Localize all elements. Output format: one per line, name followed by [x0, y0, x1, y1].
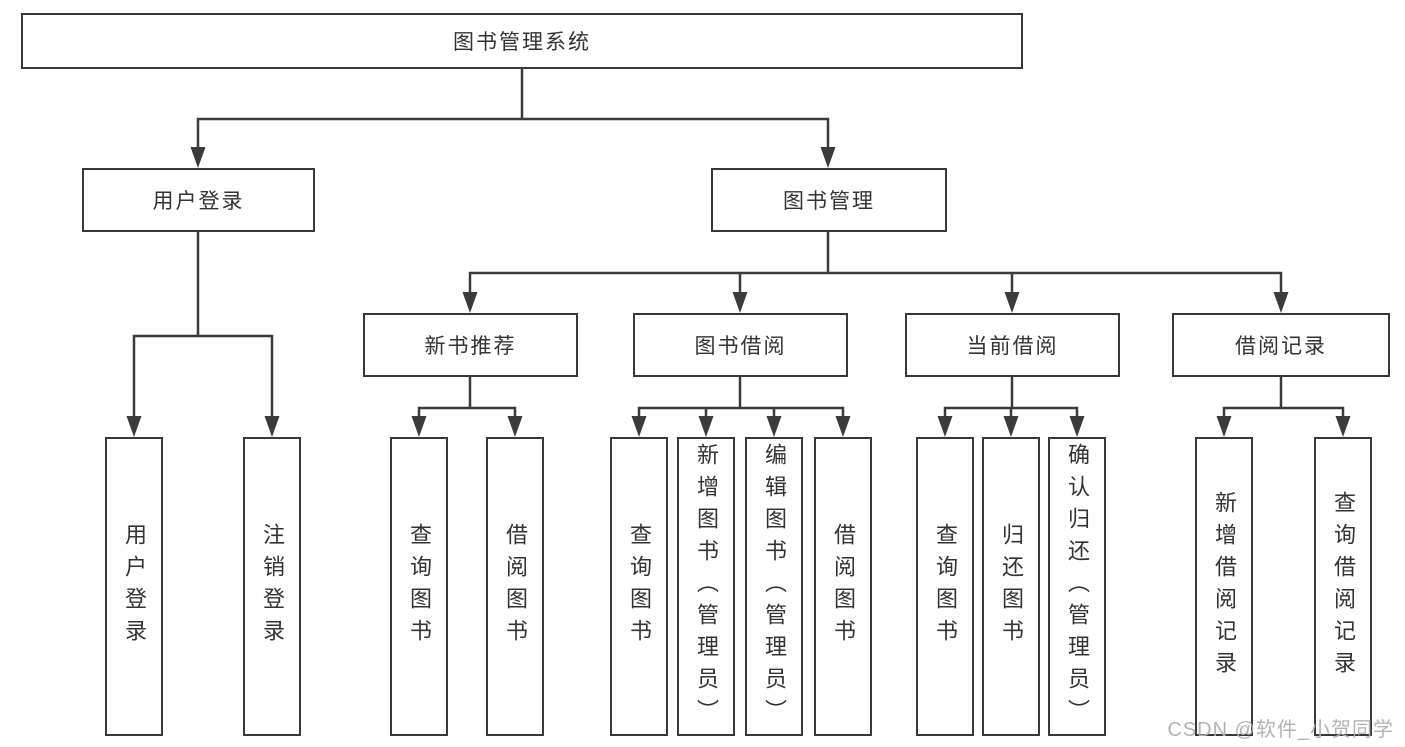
arrow-down-icon [126, 416, 142, 437]
leaf-query-books-borrow: 查询图书 [610, 437, 668, 736]
leaf-borrow-books-borrow: 借阅图书 [814, 437, 872, 736]
node-new-book-recommendation: 新书推荐 [363, 313, 578, 377]
connector-user-login-to-leaves [132, 232, 274, 417]
arrow-down-icon [631, 416, 647, 437]
arrow-down-icon [411, 416, 427, 437]
node-book-management: 图书管理 [711, 168, 947, 232]
arrow-down-icon [1216, 416, 1232, 437]
leaf-user-login: 用户登录 [105, 437, 163, 736]
arrow-down-icon [820, 147, 836, 168]
node-borrowing-records: 借阅记录 [1172, 313, 1390, 377]
node-library-system: 图书管理系统 [21, 13, 1023, 69]
leaf-borrow-books-recommend: 借阅图书 [486, 437, 544, 736]
arrow-down-icon [732, 292, 748, 313]
arrowheads [126, 147, 1351, 437]
connector-new-book-to-leaves [417, 377, 517, 417]
connector-root-to-level2 [196, 68, 830, 148]
leaf-query-borrow-record: 查询借阅记录 [1314, 437, 1372, 736]
node-user-login: 用户登录 [82, 168, 315, 232]
arrow-down-icon [937, 416, 953, 437]
arrow-down-icon [835, 416, 851, 437]
leaf-edit-book-admin: 编辑图书（管理员） [745, 437, 803, 736]
connector-borrow-record-to-leaves [1222, 377, 1345, 417]
arrow-down-icon [698, 416, 714, 437]
arrow-down-icon [1335, 416, 1351, 437]
leaf-query-books-recommend: 查询图书 [390, 437, 448, 736]
leaf-confirm-return-admin: 确认归还（管理员） [1048, 437, 1106, 736]
arrow-down-icon [766, 416, 782, 437]
leaf-query-books-current: 查询图书 [916, 437, 974, 736]
arrow-down-icon [1273, 292, 1289, 313]
leaf-return-books: 归还图书 [982, 437, 1040, 736]
arrow-down-icon [264, 416, 280, 437]
arrow-down-icon [1003, 416, 1019, 437]
watermark: CSDN @软件_小贺同学 [1167, 719, 1394, 741]
arrow-down-icon [190, 147, 206, 168]
leaf-add-borrow-record: 新增借阅记录 [1195, 437, 1253, 736]
arrow-down-icon [1004, 292, 1020, 313]
node-current-borrowing: 当前借阅 [905, 313, 1120, 377]
arrow-down-icon [507, 416, 523, 437]
node-book-borrowing: 图书借阅 [633, 313, 848, 377]
arrow-down-icon [1069, 416, 1085, 437]
connector-book-mgmt-to-level3 [468, 232, 1283, 293]
connector-current-borrow-to-leaves [943, 377, 1079, 417]
connector-book-borrow-to-leaves [637, 377, 845, 417]
leaf-logout-login: 注销登录 [243, 437, 301, 736]
leaf-add-book-admin: 新增图书（管理员） [677, 437, 735, 736]
arrow-down-icon [462, 292, 478, 313]
